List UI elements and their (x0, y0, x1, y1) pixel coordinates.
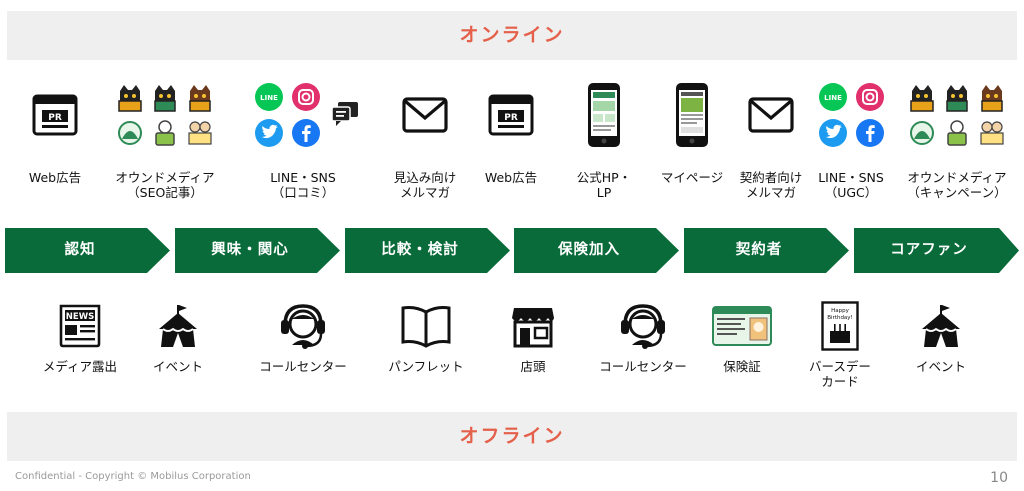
comment-bubble-icon (331, 102, 358, 126)
sns-icons: LINE (818, 82, 885, 148)
offline-column-event-2: イベント (891, 300, 991, 374)
stage-label: 比較・検討 (381, 242, 459, 258)
facebook-icon (292, 119, 320, 147)
line-icon: LINE (255, 83, 283, 111)
stage-label: コアファン (890, 242, 968, 258)
customer-journey-stages: 認知 興味・関心 比較・検討 保険加入 契約者 コアファン (5, 228, 1020, 273)
instagram-icon (855, 83, 884, 111)
svg-text:Happy: Happy (831, 308, 849, 314)
offline-label-call-center-2: コールセンター (599, 359, 687, 374)
offline-column-call-center-2: コールセンター (593, 300, 693, 374)
twitter-icon (255, 119, 283, 147)
online-label-owned-media-seo: オウンドメディア （SEO記事） (115, 170, 215, 200)
offline-label-event-2: イベント (915, 359, 966, 374)
offline-label-call-center: コールセンター (259, 359, 347, 374)
stage-label: 保険加入 (558, 242, 620, 258)
online-label: オンライン (459, 24, 565, 46)
tent-icon (922, 305, 960, 347)
mail-icon (402, 97, 448, 133)
offline-band: オフライン (7, 412, 1017, 461)
online-label-line-sns-reviews: LINE・SNS （口コミ） (270, 170, 336, 200)
book-icon (401, 306, 451, 348)
tent-icon (159, 305, 197, 347)
headset-icon (621, 304, 665, 349)
web-ad-icon: PR (488, 94, 534, 136)
offline-column-call-center-1: コールセンター (253, 300, 353, 374)
online-label-web-ad: Web広告 (28, 170, 82, 185)
store-icon (512, 308, 554, 348)
web-ad-icon: PR (32, 94, 78, 136)
smartphone-hp-icon (588, 83, 620, 147)
stage-label: 認知 (64, 242, 96, 258)
facebook-icon (855, 119, 884, 147)
svg-text:LINE: LINE (824, 94, 842, 102)
svg-text:PR: PR (48, 113, 62, 123)
online-label-prospect-newsletter: 見込み向け メルマガ (393, 170, 457, 200)
headset-icon (281, 304, 325, 349)
offline-label-store: 店頭 (520, 359, 546, 374)
offline-column-media: NEWS メディア露出 (30, 300, 130, 374)
offline-column-event: イベント (128, 300, 228, 374)
online-label-line-sns-ugc: LINE・SNS （UGC） (818, 170, 884, 200)
svg-text:Birthday!: Birthday! (827, 315, 853, 321)
line-icon: LINE (818, 83, 847, 111)
online-label-official-hp: 公式HP・ LP (576, 170, 632, 200)
online-label-mypage: マイページ (660, 170, 724, 185)
online-label-contractor-newsletter: 契約者向け メルマガ (739, 170, 803, 200)
page-number: 10 (990, 470, 1008, 486)
newspaper-icon: NEWS (59, 304, 101, 348)
smartphone-mypage-icon (676, 83, 708, 147)
offline-label-media: メディア露出 (42, 359, 118, 374)
offline-column-pamphlet: パンフレット (376, 300, 476, 374)
svg-text:PR: PR (504, 113, 518, 123)
sns-icons: LINE (254, 82, 321, 148)
online-label-web-ad-2: Web広告 (484, 170, 538, 185)
online-band: オンライン (7, 11, 1017, 60)
owned-media-characters-icon (908, 82, 1006, 148)
twitter-icon (818, 119, 847, 147)
mail-icon (748, 97, 794, 133)
offline-label-event: イベント (152, 359, 203, 374)
copyright-notice: Confidential - Copyright © Mobilus Corpo… (15, 471, 251, 482)
stage-label: 契約者 (735, 242, 783, 258)
stage-label: 興味・関心 (211, 242, 289, 258)
offline-label-birthday-card: バースデー カード (809, 359, 871, 389)
offline-label: オフライン (459, 425, 565, 447)
svg-text:LINE: LINE (260, 94, 278, 102)
owned-media-characters-icon (116, 82, 214, 148)
svg-text:NEWS: NEWS (66, 312, 94, 322)
online-label-owned-media-campaign: オウンドメディア （キャンペーン） (907, 170, 1007, 200)
offline-label-pamphlet: パンフレット (388, 359, 464, 374)
instagram-icon (292, 83, 320, 111)
offline-column-store: 店頭 (483, 300, 583, 374)
offline-label-insurance-card: 保険証 (723, 359, 761, 374)
offline-column-insurance-card: 保険証 (692, 300, 792, 374)
insurance-card-icon (712, 306, 772, 346)
